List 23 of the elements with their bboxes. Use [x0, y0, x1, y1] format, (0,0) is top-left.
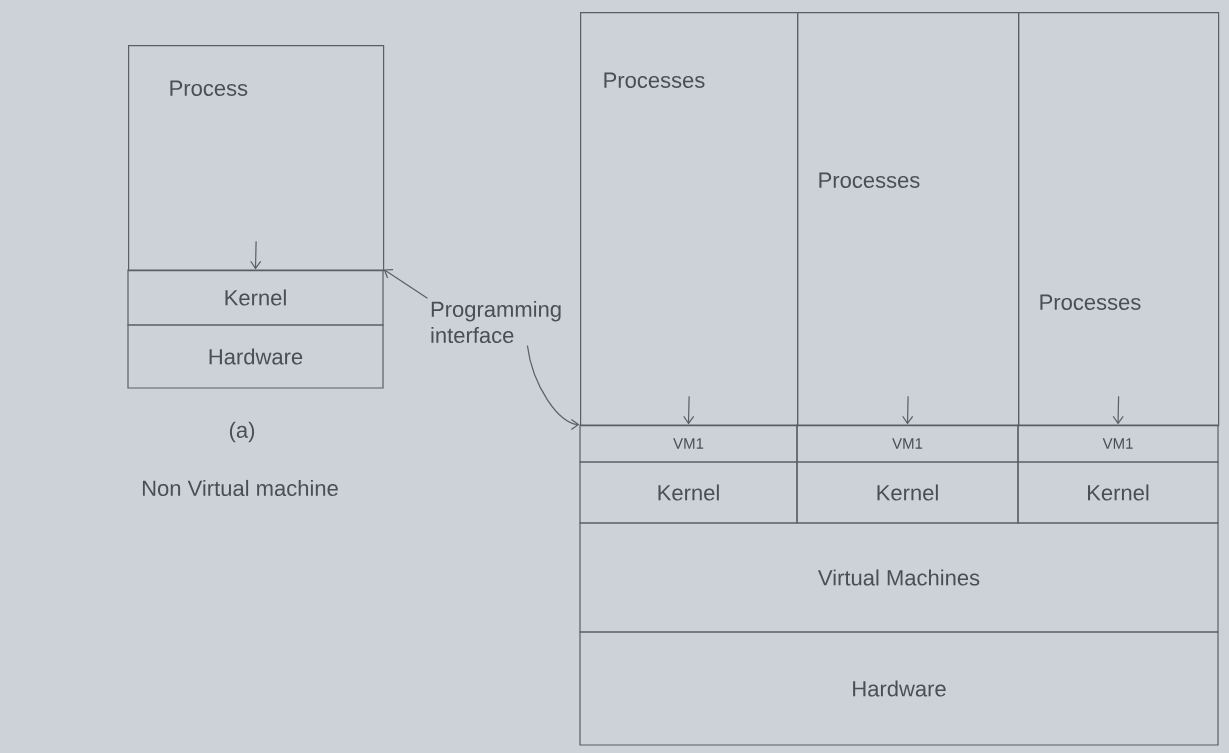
vm-cell: VM1	[796, 424, 1019, 463]
leader-line	[526, 345, 580, 430]
process-column: Processes	[797, 12, 1020, 427]
virtual-machines-layer: Virtual Machines	[579, 522, 1219, 633]
leader-line	[383, 269, 428, 299]
kernel-cell: Kernel	[1017, 461, 1219, 524]
vm-cell: VM1	[1017, 424, 1219, 463]
kernel-layer: Kernel	[127, 269, 384, 326]
caption-text: Non Virtual machine	[142, 479, 338, 497]
process-box: Process	[128, 45, 385, 272]
arrow	[1112, 395, 1124, 425]
annotation-text: Programming interface	[431, 300, 561, 344]
process-column: Processes	[580, 12, 799, 427]
hardware-layer: Hardware	[579, 631, 1219, 746]
figure-label: (a)	[229, 421, 255, 443]
kernel-cell: Kernel	[579, 461, 798, 524]
arrow	[902, 395, 914, 425]
arrow	[683, 395, 695, 425]
vm-cell: VM1	[579, 424, 798, 463]
process-column: Processes	[1018, 12, 1220, 427]
arrow	[250, 240, 262, 270]
kernel-cell: Kernel	[796, 461, 1019, 524]
hardware-layer: Hardware	[127, 324, 384, 389]
